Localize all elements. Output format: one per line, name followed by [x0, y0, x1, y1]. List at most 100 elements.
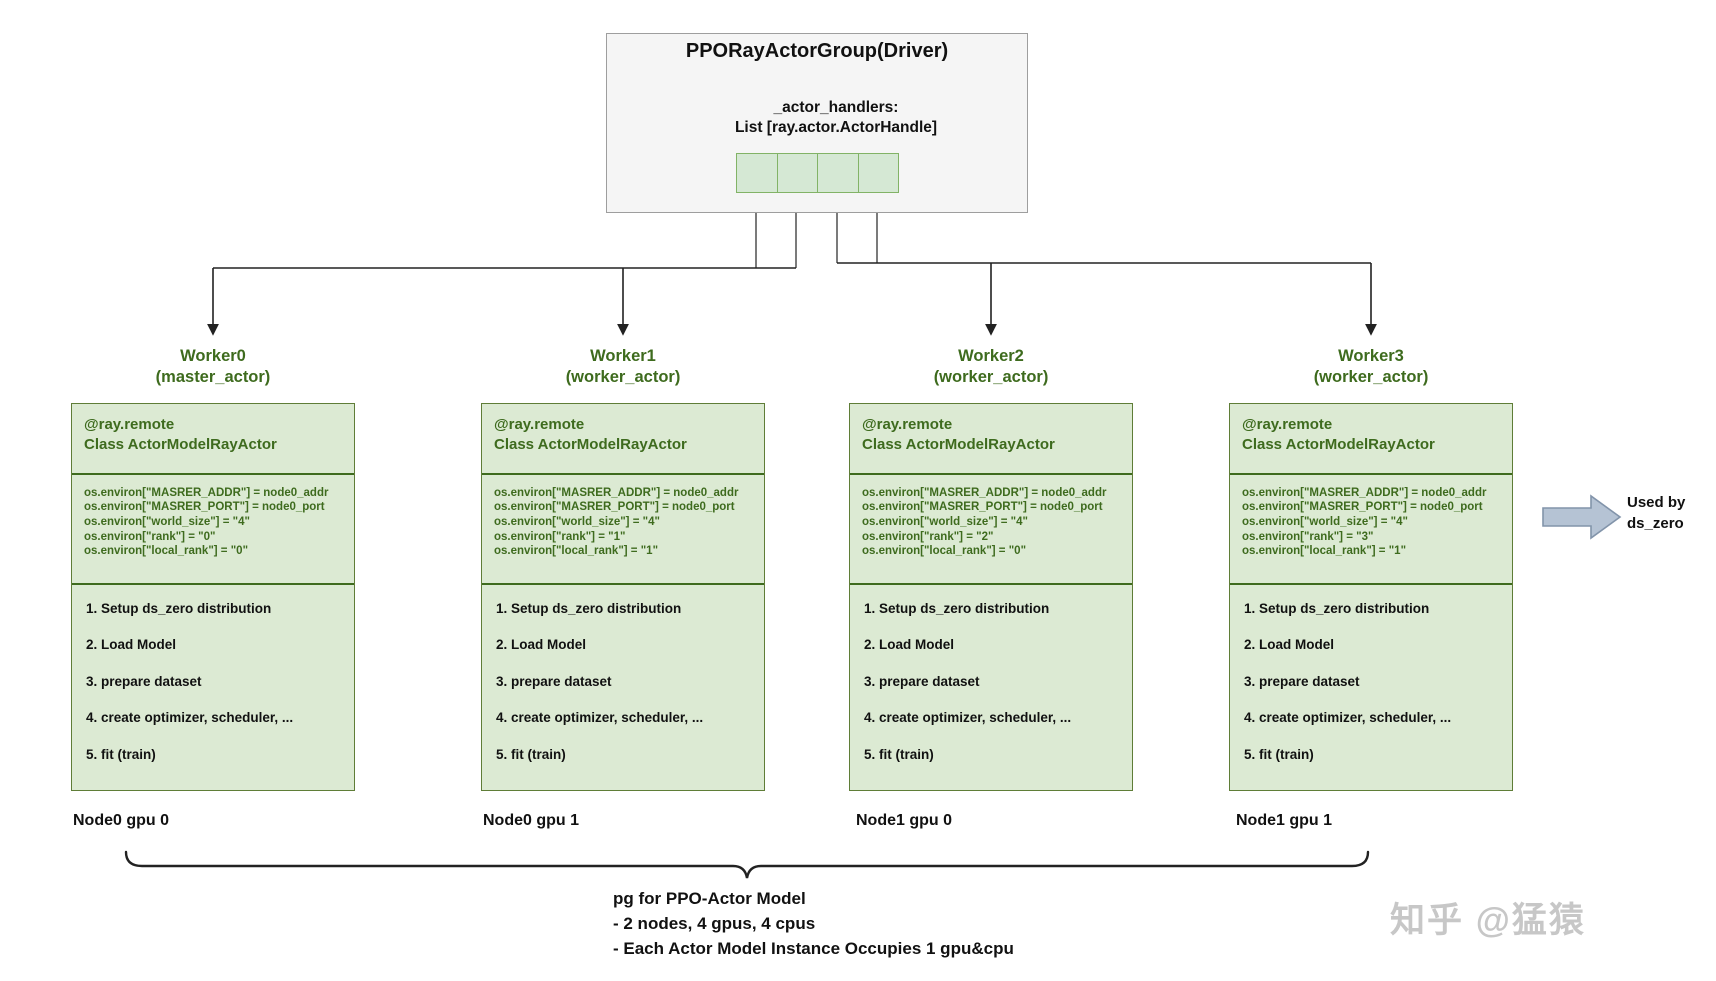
step-item: 2. Load Model — [496, 637, 587, 652]
pg-annotation-line3: - Each Actor Model Instance Occupies 1 g… — [613, 939, 1014, 958]
env-line: os.environ["MASRER_PORT"] = node0_port — [1242, 501, 1483, 514]
worker2-decorator: @ray.remote — [862, 416, 953, 433]
env-line: os.environ["local_rank"] = "0" — [84, 545, 249, 558]
worker3-node-label: Node1 gpu 1 — [1236, 812, 1333, 829]
env-line: os.environ["local_rank"] = "1" — [494, 545, 659, 558]
actor-handle-cell — [857, 153, 899, 193]
rail-lines — [213, 262, 1371, 269]
env-line: os.environ["MASRER_PORT"] = node0_port — [862, 501, 1103, 514]
worker1-title: Worker1 (worker_actor) — [481, 346, 765, 388]
worker0-env-section: os.environ["MASRER_ADDR"] = node0_addr o… — [72, 472, 354, 583]
worker3-name: Worker3 — [1338, 347, 1404, 365]
worker2-class-header: @ray.remote Class ActorModelRayActor — [850, 404, 1132, 473]
used-by-line2: ds_zero — [1627, 515, 1684, 532]
env-line: os.environ["world_size"] = "4" — [84, 515, 250, 528]
actor-handle-cell — [776, 153, 818, 193]
worker3-steps-section: 1. Setup ds_zero distribution 2. Load Mo… — [1230, 582, 1512, 762]
env-line: os.environ["local_rank"] = "0" — [862, 545, 1027, 558]
worker1-class-header: @ray.remote Class ActorModelRayActor — [482, 404, 764, 473]
step-item: 1. Setup ds_zero distribution — [496, 600, 682, 616]
used-by-note: Used by ds_zero — [1627, 492, 1713, 534]
worker0-class-name: Class ActorModelRayActor — [84, 435, 277, 453]
step-item: 4. create optimizer, scheduler, ... — [1244, 710, 1452, 725]
actor-handle-cell — [817, 153, 859, 193]
worker3-class-header: @ray.remote Class ActorModelRayActor — [1230, 404, 1512, 473]
actor-handlers-line1: _actor_handlers: — [773, 99, 899, 116]
step-item: 2. Load Model — [1244, 637, 1335, 652]
worker1-env-section: os.environ["MASRER_ADDR"] = node0_addr o… — [482, 472, 764, 583]
worker0-role: (master_actor) — [155, 368, 271, 386]
worker2-box: @ray.remote Class ActorModelRayActor os.… — [849, 403, 1133, 791]
env-line: os.environ["rank"] = "3" — [1242, 530, 1374, 543]
step-item: 5. fit (train) — [496, 746, 566, 762]
actor-handle-list — [736, 153, 899, 193]
worker2-steps-section: 1. Setup ds_zero distribution 2. Load Mo… — [850, 582, 1132, 762]
env-line: os.environ["rank"] = "1" — [494, 530, 626, 543]
pg-annotation-line2: - 2 nodes, 4 gpus, 4 cpus — [613, 914, 816, 933]
worker3-env-section: os.environ["MASRER_ADDR"] = node0_addr o… — [1230, 472, 1512, 583]
step-item: 1. Setup ds_zero distribution — [1244, 600, 1430, 616]
worker-arrows — [207, 263, 1377, 336]
worker0-steps-section: 1. Setup ds_zero distribution 2. Load Mo… — [72, 582, 354, 762]
worker1-role: (worker_actor) — [565, 368, 681, 386]
env-line: os.environ["MASRER_ADDR"] = node0_addr — [1242, 486, 1487, 499]
worker1-class-name: Class ActorModelRayActor — [494, 435, 687, 453]
step-item: 5. fit (train) — [86, 746, 156, 762]
used-by-line1: Used by — [1627, 494, 1686, 511]
step-item: 3. prepare dataset — [1244, 673, 1360, 689]
step-item: 1. Setup ds_zero distribution — [864, 600, 1050, 616]
worker1-box: @ray.remote Class ActorModelRayActor os.… — [481, 403, 765, 791]
worker0-name: Worker0 — [180, 347, 246, 365]
env-line: os.environ["world_size"] = "4" — [494, 515, 660, 528]
env-line: os.environ["MASRER_ADDR"] = node0_addr — [494, 486, 739, 499]
used-by-block-arrow — [1542, 494, 1622, 540]
worker3-decorator: @ray.remote — [1242, 416, 1333, 433]
pg-annotation-line1: pg for PPO-Actor Model — [613, 889, 806, 908]
worker2-title: Worker2 (worker_actor) — [849, 346, 1133, 388]
worker3-class-name: Class ActorModelRayActor — [1242, 435, 1435, 453]
worker2-node-label: Node1 gpu 0 — [856, 812, 953, 829]
worker0-title: Worker0 (master_actor) — [71, 346, 355, 388]
pg-annotation: pg for PPO-Actor Model - 2 nodes, 4 gpus… — [613, 886, 1173, 961]
worker2-name: Worker2 — [958, 347, 1024, 365]
actor-handle-cell — [736, 153, 778, 193]
actor-handlers-label: _actor_handlers: List [ray.actor.ActorHa… — [636, 98, 1036, 137]
step-item: 5. fit (train) — [1244, 746, 1314, 762]
worker1-decorator: @ray.remote — [494, 416, 585, 433]
worker3-role: (worker_actor) — [1313, 368, 1429, 386]
step-item: 2. Load Model — [86, 637, 177, 652]
worker0-node-label: Node0 gpu 0 — [73, 812, 170, 829]
env-line: os.environ["MASRER_ADDR"] = node0_addr — [862, 486, 1107, 499]
env-line: os.environ["local_rank"] = "1" — [1242, 545, 1407, 558]
actor-handlers-line2: List [ray.actor.ActorHandle] — [734, 118, 938, 136]
step-item: 3. prepare dataset — [86, 673, 202, 689]
worker1-steps-section: 1. Setup ds_zero distribution 2. Load Mo… — [482, 582, 764, 762]
worker1-node-label: Node0 gpu 1 — [483, 812, 580, 829]
worker2-role: (worker_actor) — [933, 368, 1049, 386]
step-item: 4. create optimizer, scheduler, ... — [864, 710, 1072, 725]
driver-title: PPORayActorGroup(Driver) — [685, 40, 949, 62]
step-item: 3. prepare dataset — [496, 673, 612, 689]
env-line: os.environ["MASRER_PORT"] = node0_port — [494, 501, 735, 514]
zhihu-watermark: 知乎 @猛猿 — [1390, 901, 1586, 940]
env-line: os.environ["MASRER_ADDR"] = node0_addr — [84, 486, 329, 499]
env-line: os.environ["world_size"] = "4" — [862, 515, 1028, 528]
worker0-box: @ray.remote Class ActorModelRayActor os.… — [71, 403, 355, 791]
worker0-class-header: @ray.remote Class ActorModelRayActor — [72, 404, 354, 473]
worker0-decorator: @ray.remote — [84, 416, 175, 433]
worker3-title: Worker3 (worker_actor) — [1229, 346, 1513, 388]
bottom-brace-shape — [124, 850, 1370, 879]
env-line: os.environ["rank"] = "0" — [84, 530, 216, 543]
step-item: 5. fit (train) — [864, 746, 934, 762]
step-item: 3. prepare dataset — [864, 673, 980, 689]
step-item: 2. Load Model — [864, 637, 955, 652]
step-item: 4. create optimizer, scheduler, ... — [496, 710, 704, 725]
step-item: 4. create optimizer, scheduler, ... — [86, 710, 294, 725]
env-line: os.environ["world_size"] = "4" — [1242, 515, 1408, 528]
env-line: os.environ["rank"] = "2" — [862, 530, 994, 543]
worker2-env-section: os.environ["MASRER_ADDR"] = node0_addr o… — [850, 472, 1132, 583]
env-line: os.environ["MASRER_PORT"] = node0_port — [84, 501, 325, 514]
worker2-class-name: Class ActorModelRayActor — [862, 435, 1055, 453]
step-item: 1. Setup ds_zero distribution — [86, 600, 272, 616]
